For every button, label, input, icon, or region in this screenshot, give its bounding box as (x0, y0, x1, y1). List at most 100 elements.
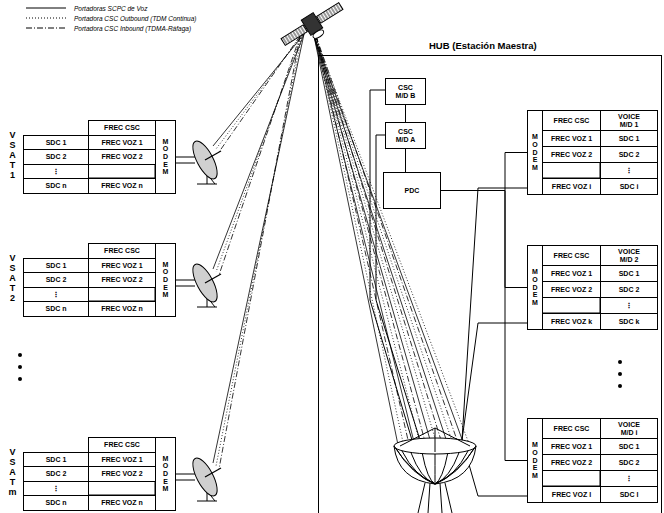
sdc-cell: SDC 2 (23, 272, 89, 288)
reflector-rib (435, 454, 448, 484)
carrier-line (213, 34, 304, 146)
solar-panel (317, 3, 343, 24)
sdc-cell: SDC l (600, 486, 658, 503)
legend-line (26, 8, 66, 9)
frequency-cell: FREC VOZ 1 (542, 265, 601, 282)
cell-text: FREC VOZ 1 (101, 262, 142, 269)
legend-entry: Portadora CSC Inbound (TDMA-Ráfaga) (26, 23, 196, 33)
modem-box: MODEM (155, 120, 176, 194)
carrier-line (315, 36, 470, 445)
frequency-cell: FREC CSC (88, 243, 156, 259)
voice-modem-header: VOICE M/D i (600, 418, 658, 439)
carrier-line (314, 36, 448, 444)
antenna-reflector (188, 261, 222, 306)
empty-cell (542, 297, 600, 313)
empty-cell (542, 470, 600, 486)
carrier-lines (213, 34, 470, 469)
signal-line (441, 191, 527, 288)
vsat-antenna (175, 138, 222, 184)
frequency-cell: FREC VOZ 2 (88, 149, 156, 165)
cell-text: ⋮ (53, 168, 60, 175)
cell-text: FREC VOZ n (101, 305, 143, 312)
cell-text: VOICE M/D i (611, 421, 647, 436)
frequency-cell: FREC VOZ 1 (542, 438, 601, 455)
sdc-cell: SDC 1 (23, 452, 89, 468)
cell-text: FREC VOZ n (101, 499, 143, 506)
cell-text: FREC VOZ 2 (551, 286, 592, 293)
reflector-rib (394, 446, 435, 484)
satellite (278, 0, 348, 55)
cell-text: SDC n (46, 499, 67, 506)
voice-modem-header: VOICE M/D 1 (600, 110, 658, 131)
cell-text: FREC VOZ l (552, 491, 591, 498)
hub-title: HUB (Estación Maestra) (427, 41, 539, 51)
hub-antenna (394, 428, 476, 513)
antenna-feed (205, 274, 221, 283)
frequency-cell: FREC VOZ n (88, 178, 156, 194)
carrier-line (219, 36, 300, 469)
sdc-cell: SDC 2 (23, 149, 89, 165)
cell-text: MODEM (162, 138, 169, 176)
carrier-line (314, 36, 464, 445)
frequency-cell: FREC VOZ 1 (88, 452, 156, 468)
vsat-antenna (175, 455, 222, 501)
cell-text: SDC k (619, 318, 640, 325)
cell-text: SDC 1 (619, 270, 640, 277)
csc-modem-box: CSC M/D B (385, 78, 426, 105)
dot (618, 372, 622, 376)
sdc-cell: SDC 2 (600, 281, 658, 298)
dot (18, 353, 22, 357)
reflector-rib (435, 454, 436, 484)
station-label: VSAT 2 (8, 254, 17, 303)
carrier-line (219, 36, 300, 152)
frequency-cell: FREC VOZ 2 (542, 281, 601, 298)
antenna-reflector (188, 138, 222, 183)
cell-text: SDC 1 (619, 443, 640, 450)
voice-modem-header: VOICE M/D 2 (600, 245, 658, 266)
carrier-line (216, 35, 302, 466)
cell-text: FREC VOZ 2 (101, 276, 142, 283)
dot (618, 384, 622, 388)
modem-box: MODEM (527, 418, 543, 503)
antenna-feed (205, 468, 221, 477)
reflector-rib (422, 454, 435, 484)
sdc-cell: SDC 1 (600, 438, 658, 455)
carrier-line (315, 36, 420, 444)
cell-text: PDC (405, 187, 420, 194)
vsat-antenna (175, 261, 222, 307)
empty-cell (88, 481, 155, 496)
cell-text: FREC VOZ 2 (101, 470, 142, 477)
dot (18, 377, 22, 381)
frequency-cell: FREC VOZ k (542, 313, 601, 330)
cell-text: FREC VOZ n (101, 182, 143, 189)
sdc-cell: SDC 2 (600, 146, 658, 163)
frequency-cell: FREC VOZ i (542, 178, 601, 195)
cell-text: SDC 1 (46, 139, 67, 146)
cell-text: FREC CSC (104, 124, 140, 131)
legend-text: Portadora CSC Outbound (TDM Continua) (74, 15, 196, 22)
cell-text: MODEM (162, 261, 169, 299)
reflector-rib (402, 451, 435, 484)
cell-text: FREC CSC (104, 247, 140, 254)
carrier-line (216, 35, 302, 272)
legend: Portadoras SCPC de VozPortadora CSC Outb… (26, 3, 196, 33)
rf-wire (462, 188, 527, 440)
carrier-line (314, 36, 431, 443)
frequency-cell: FREC CSC (88, 120, 156, 136)
rf-wire (462, 323, 527, 440)
antenna-cable (175, 157, 195, 163)
signal-line (441, 153, 527, 191)
pdc-box: PDC (383, 172, 441, 209)
cell-text: ⋮ (626, 302, 633, 309)
frequency-cell: FREC CSC (542, 418, 601, 439)
cell-text: VOICE M/D 2 (611, 248, 647, 263)
cell-text: FREC VOZ 1 (551, 443, 592, 450)
sdc-cell: SDC 1 (600, 130, 658, 147)
cell-text: SDC 1 (619, 135, 640, 142)
cell-text: FREC VOZ 1 (551, 135, 592, 142)
cell-text: FREC CSC (554, 117, 590, 124)
carrier-line (315, 36, 437, 443)
carrier-line (315, 36, 453, 444)
ellipsis-cell: ⋮ (23, 481, 89, 497)
carrier-line (213, 34, 304, 463)
